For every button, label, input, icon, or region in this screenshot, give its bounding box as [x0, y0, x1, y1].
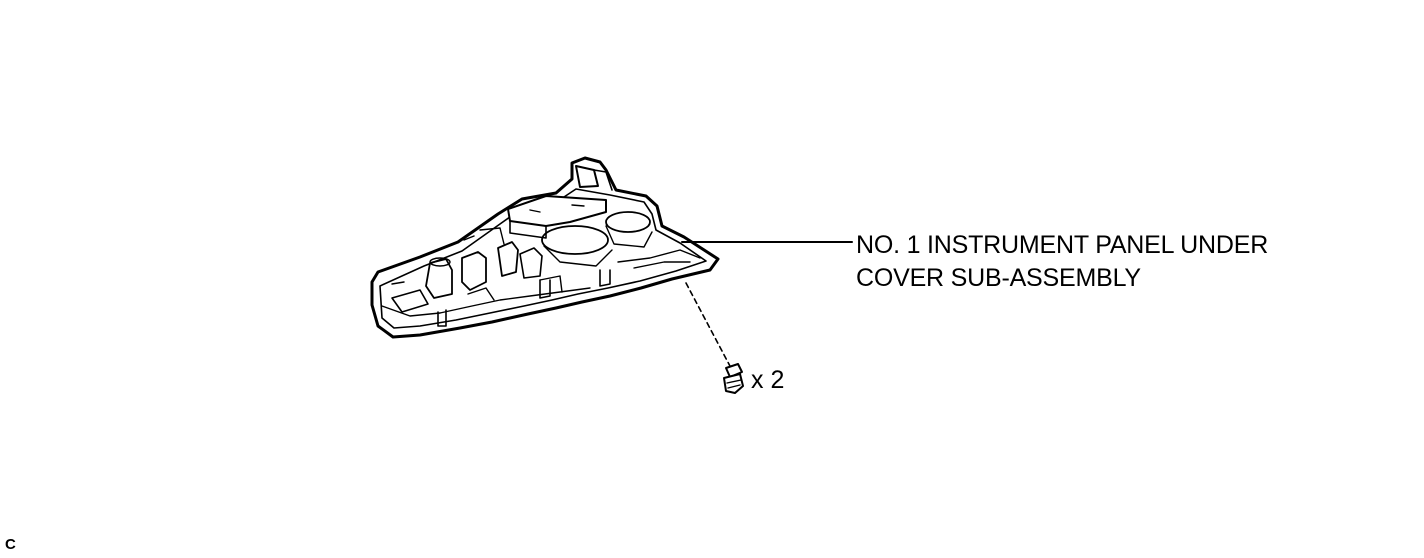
part-name-label: NO. 1 INSTRUMENT PANEL UNDER COVER SUB-A… [856, 229, 1268, 295]
figure-corner-code: C [5, 536, 16, 553]
instrument-panel-under-cover [370, 156, 720, 339]
screw-icon [723, 363, 744, 394]
part-name-line-1: NO. 1 INSTRUMENT PANEL UNDER [856, 231, 1269, 259]
screw-quantity-label: x 2 [751, 366, 785, 394]
part-name-line-2: COVER SUB-ASSEMBLY [856, 264, 1141, 292]
screw-axis-dashed-line [685, 282, 732, 369]
